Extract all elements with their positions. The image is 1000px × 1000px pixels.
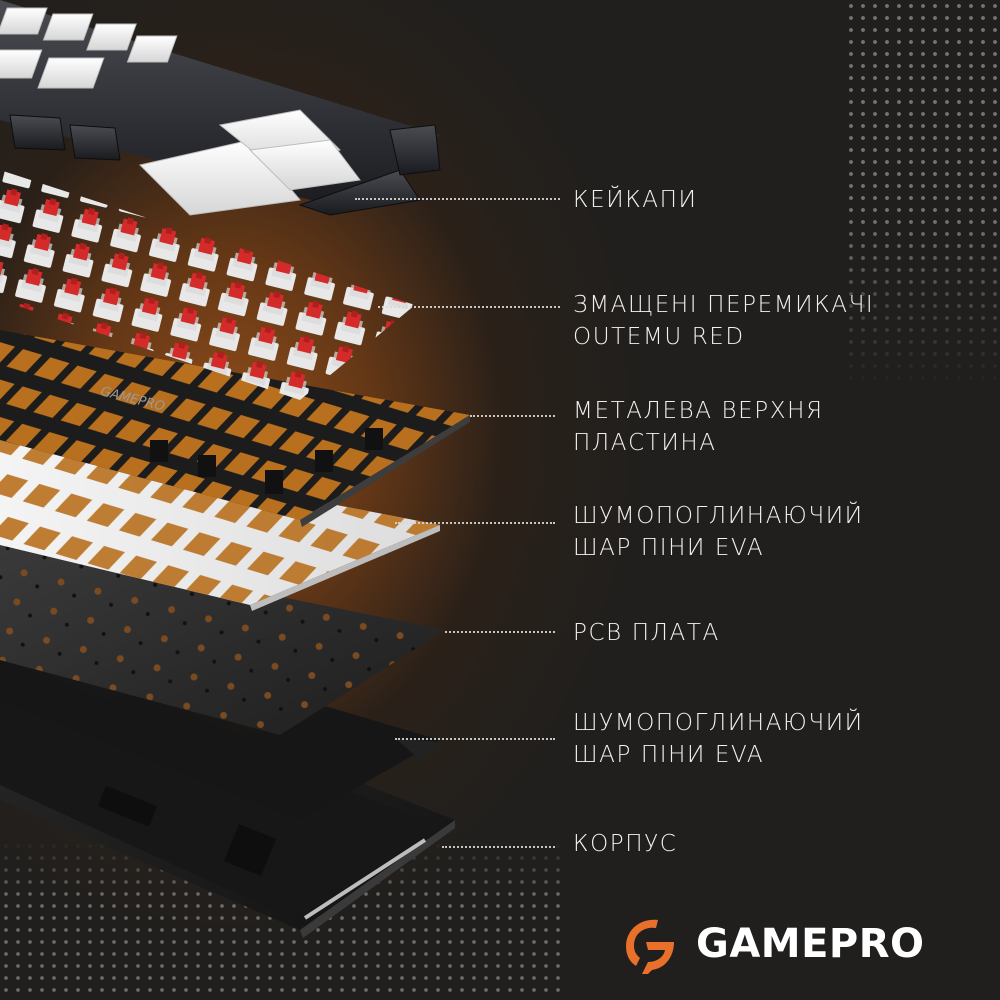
leader-line-foam-top [395, 522, 555, 524]
label-top-plate: МЕТАЛЕВА ВЕРХНЯ ПЛАСТИНА [573, 395, 824, 459]
label-keycaps-line-1: КЕЙКАПИ [573, 187, 698, 213]
pcb-layer [0, 540, 445, 735]
label-foam-top-line-2: ШАР ПІНИ EVA [573, 535, 765, 561]
top-plate-layer: GAMEPRO [0, 330, 470, 527]
label-pcb-line-1: PCB ПЛАТА [573, 620, 720, 646]
leader-line-case [442, 846, 555, 848]
dot-pattern-top-right [845, 0, 1000, 390]
leader-line-top-plate [470, 415, 555, 417]
label-pcb: PCB ПЛАТА [573, 617, 720, 649]
label-foam-top: ШУМОПОГЛИНАЮЧИЙ ШАР ПІНИ EVA [573, 500, 864, 564]
leader-line-switches [378, 306, 560, 308]
keycaps-layer [0, 0, 441, 216]
label-switches-line-1: ЗМАЩЕНІ ПЕРЕМИКАЧІ [573, 292, 875, 318]
label-foam-bottom-line-2: ШАР ПІНИ EVA [573, 742, 765, 768]
gamepro-logo-icon [626, 919, 674, 974]
label-switches-line-2: OUTEMU RED [573, 324, 745, 350]
label-top-plate-line-1: МЕТАЛЕВА ВЕРХНЯ [573, 398, 824, 424]
label-foam-bottom: ШУМОПОГЛИНАЮЧИЙ ШАР ПІНИ EVA [573, 707, 864, 771]
gamepro-logo: GAMEPRO [618, 912, 925, 976]
label-case: КОРПУС [573, 828, 677, 860]
leader-line-foam-bottom [395, 738, 555, 740]
exploded-keyboard-illustration: GAMEPRO [0, 0, 480, 1000]
leader-line-keycaps [355, 198, 560, 200]
label-keycaps: КЕЙКАПИ [573, 184, 697, 216]
logo-text: GAMEPRO [696, 921, 925, 967]
label-foam-bottom-line-1: ШУМОПОГЛИНАЮЧИЙ [573, 710, 864, 736]
label-foam-top-line-1: ШУМОПОГЛИНАЮЧИЙ [573, 503, 864, 529]
label-top-plate-line-2: ПЛАСТИНА [573, 430, 717, 456]
switches-layer [0, 170, 415, 400]
top-foam-layer [0, 440, 440, 611]
label-case-line-1: КОРПУС [573, 831, 678, 857]
label-switches: ЗМАЩЕНІ ПЕРЕМИКАЧІ OUTEMU RED [573, 289, 874, 353]
leader-line-pcb [445, 631, 555, 633]
